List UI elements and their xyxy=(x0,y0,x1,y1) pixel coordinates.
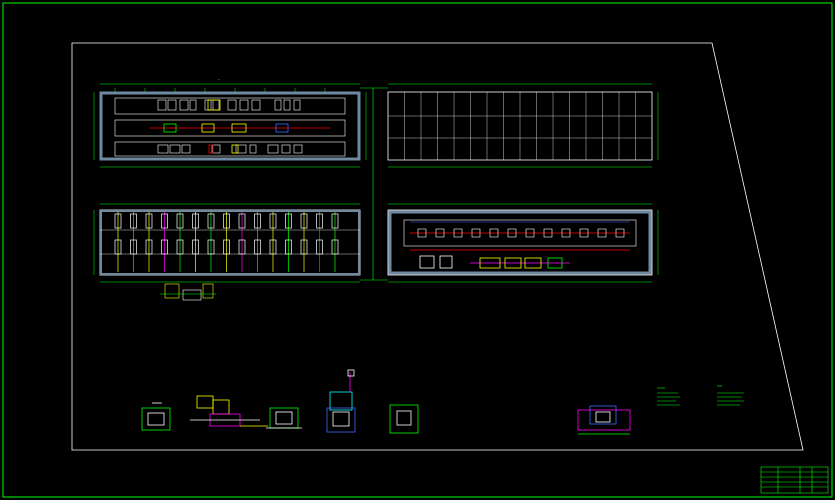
column-box xyxy=(207,213,215,229)
column-box xyxy=(238,239,246,255)
column-box xyxy=(331,239,339,255)
column-box xyxy=(254,239,261,255)
site-boundary xyxy=(71,42,804,451)
column-box xyxy=(207,239,215,255)
column-box xyxy=(161,213,168,229)
column-box xyxy=(130,213,137,229)
equipment-unit xyxy=(453,228,463,238)
equipment-unit xyxy=(579,228,589,238)
equipment-unit xyxy=(597,228,607,238)
column-box xyxy=(316,239,323,255)
equipment-unit xyxy=(561,228,571,238)
column-box xyxy=(130,239,137,255)
column-box xyxy=(145,213,153,229)
column-box xyxy=(269,213,277,229)
bottom-left-column-plan[interactable] xyxy=(93,203,361,301)
equipment-unit xyxy=(489,228,499,238)
column-box xyxy=(114,239,122,255)
equipment-unit xyxy=(417,228,427,238)
top-left-floor-plan[interactable]: — xyxy=(93,77,367,168)
column-box xyxy=(145,239,153,255)
equipment-unit xyxy=(507,228,517,238)
top-right-roof-plan[interactable] xyxy=(387,83,659,168)
column-box xyxy=(300,239,308,255)
column-box xyxy=(285,213,292,229)
equipment-unit xyxy=(471,228,481,238)
column-box xyxy=(254,213,261,229)
plan-1-caption: — xyxy=(218,77,220,81)
bottom-right-piping-plan[interactable] xyxy=(387,203,659,283)
detail-1[interactable] xyxy=(141,402,171,431)
detail-5[interactable] xyxy=(389,404,419,434)
column-box xyxy=(269,239,277,255)
column-box xyxy=(331,213,339,229)
notes-block-2 xyxy=(717,385,744,406)
detail-6[interactable] xyxy=(577,405,631,435)
column-box xyxy=(223,213,230,229)
column-box xyxy=(238,213,246,229)
column-box xyxy=(161,239,168,255)
equipment-unit xyxy=(525,228,535,238)
equipment-unit xyxy=(543,228,553,238)
central-dimension-line xyxy=(360,87,388,281)
column-box xyxy=(114,213,122,229)
notes-block-1 xyxy=(657,387,680,406)
column-box xyxy=(316,213,323,229)
column-box xyxy=(192,239,199,255)
column-box xyxy=(176,213,184,229)
detail-3[interactable] xyxy=(266,407,302,429)
column-box xyxy=(223,239,230,255)
title-block xyxy=(760,466,829,494)
column-box xyxy=(285,239,292,255)
equipment-unit xyxy=(435,228,445,238)
column-box xyxy=(176,239,184,255)
detail-4[interactable] xyxy=(326,369,356,433)
detail-2[interactable] xyxy=(190,395,268,427)
column-box xyxy=(300,213,308,229)
column-box xyxy=(192,213,199,229)
equipment-unit xyxy=(615,228,625,238)
